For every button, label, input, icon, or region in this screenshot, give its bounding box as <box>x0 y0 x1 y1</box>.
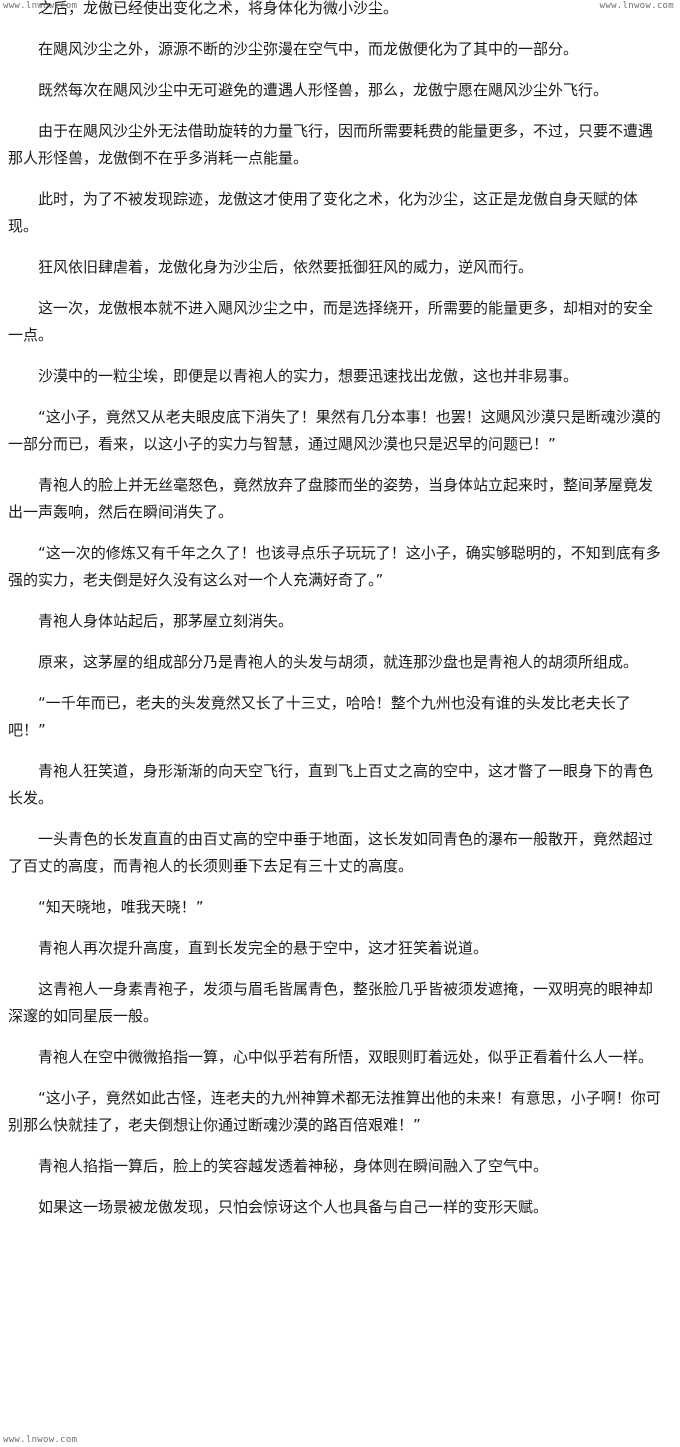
article-body: 之后，龙傲已经使出变化之术，将身体化为微小沙尘。 在飓风沙尘之外，源源不断的沙尘… <box>8 0 661 1216</box>
paragraph-7: 这一次，龙傲根本就不进入飓风沙尘之中，而是选择绕开，所需要的能量更多，却相对的安… <box>8 299 654 344</box>
paragraph-23: 如果这一场景被龙傲发现，只怕会惊讶这个人也具备与自己一样的变形天赋。 <box>38 1198 549 1216</box>
paragraph-3: 既然每次在飓风沙尘中无可避免的遭遇人形怪兽，那么，龙傲宁愿在飓风沙尘外飞行。 <box>38 81 609 99</box>
paragraph-8: 沙漠中的一粒尘埃，即便是以青袍人的实力，想要迅速找出龙傲，这也并非易事。 <box>38 367 579 385</box>
paragraph-1: 之后，龙傲已经使出变化之术，将身体化为微小沙尘。 <box>38 0 399 17</box>
paragraph-9: “这小子，竟然又从老夫眼皮底下消失了！果然有几分本事！也罢！这飓风沙漠只是断魂沙… <box>8 408 661 453</box>
paragraph-18: 青袍人再次提升高度，直到长发完全的悬于空中，这才狂笑着说道。 <box>38 939 489 957</box>
paragraph-6: 狂风依旧肆虐着，龙傲化身为沙尘后，依然要抵御狂风的威力，逆风而行。 <box>38 258 534 276</box>
watermark-bottom-left: www.lnwow.com <box>3 1435 78 1445</box>
paragraph-15: 青袍人狂笑道，身形渐渐的向天空飞行，直到飞上百丈之高的空中，这才瞥了一眼身下的青… <box>8 762 654 807</box>
paragraph-2: 在飓风沙尘之外，源源不断的沙尘弥漫在空气中，而龙傲便化为了其中的一部分。 <box>38 40 579 58</box>
paragraph-10: 青袍人的脸上并无丝毫怒色，竟然放弃了盘膝而坐的姿势，当身体站立起来时，整间茅屋竟… <box>8 476 654 521</box>
watermark-top-right: www.lnwow.com <box>599 1 674 11</box>
paragraph-21: “这小子，竟然如此古怪，连老夫的九州神算术都无法推算出他的未来！有意思，小子啊！… <box>8 1089 661 1134</box>
paragraph-14: “一千年而已，老夫的头发竟然又长了十三丈，哈哈！整个九州也没有谁的头发比老夫长了… <box>8 694 631 739</box>
paragraph-19: 这青袍人一身素青袍子，发须与眉毛皆属青色，整张脸几乎皆被须发遮掩，一双明亮的眼神… <box>8 980 654 1025</box>
paragraph-13: 原来，这茅屋的组成部分乃是青袍人的头发与胡须，就连那沙盘也是青袍人的胡须所组成。 <box>38 653 639 671</box>
paragraph-12: 青袍人身体站起后，那茅屋立刻消失。 <box>38 612 294 630</box>
paragraph-16: 一头青色的长发直直的由百丈高的空中垂于地面，这长发如同青色的瀑布一般散开，竟然超… <box>8 830 654 875</box>
paragraph-4: 由于在飓风沙尘外无法借助旋转的力量飞行，因而所需要耗费的能量更多，不过，只要不遭… <box>8 122 654 167</box>
paragraph-20: 青袍人在空中微微掐指一算，心中似乎若有所悟，双眼则盯着远处，似乎正看着什么人一样… <box>38 1048 654 1066</box>
watermark-top-left: www.lnwow.com <box>3 1 78 11</box>
paragraph-11: “这一次的修炼又有千年之久了！也该寻点乐子玩玩了！这小子，确实够聪明的，不知到底… <box>8 544 661 589</box>
paragraph-17: “知天晓地，唯我天晓！” <box>38 898 204 916</box>
paragraph-5: 此时，为了不被发现踪迹，龙傲这才使用了变化之术，化为沙尘，这正是龙傲自身天赋的体… <box>8 190 639 235</box>
paragraph-22: 青袍人掐指一算后，脸上的笑容越发透着神秘，身体则在瞬间融入了空气中。 <box>38 1157 549 1175</box>
